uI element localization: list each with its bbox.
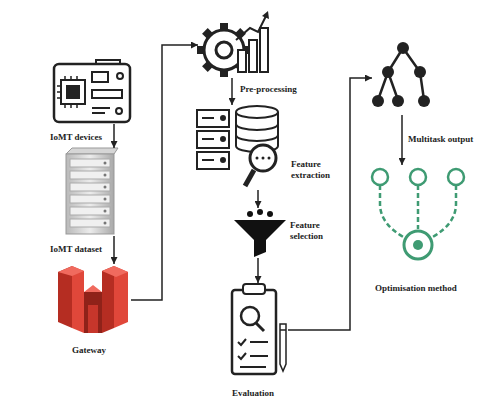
flow-arrow — [257, 190, 259, 208]
server-rack-icon — [66, 148, 118, 234]
flow-arrow — [401, 115, 403, 165]
feature-extraction-icon — [197, 106, 278, 186]
node-label: Optimisation method — [375, 283, 457, 294]
icon-node: Gateway — [55, 264, 131, 334]
icon-node: Evaluation — [228, 283, 288, 378]
icon-node: Pre-processing — [198, 10, 270, 78]
node-label: IoMT dataset — [50, 244, 102, 255]
funnel-icon — [234, 209, 286, 257]
node-label: Evaluation — [232, 388, 274, 399]
optimisation-icon — [372, 169, 464, 259]
icon-node: Multitask output — [372, 40, 434, 115]
flow-arrow — [288, 78, 372, 330]
icon-node: IoMT devices — [52, 60, 132, 124]
node-label: Gateway — [72, 345, 106, 356]
gateway-icon — [58, 266, 128, 333]
flow-arrow — [131, 45, 198, 300]
flow-arrow — [257, 258, 259, 283]
icon-node: Feature extraction — [195, 105, 285, 190]
evaluation-icon — [232, 284, 286, 374]
node-label: Feature selection — [290, 220, 340, 242]
icon-node: IoMT dataset — [62, 148, 118, 236]
node-label: Pre-processing — [240, 84, 297, 95]
flow-arrow — [113, 236, 115, 264]
multitask-icon — [372, 42, 430, 107]
flow-arrow — [113, 124, 115, 148]
preprocessing-icon — [197, 11, 269, 77]
icon-node: Optimisation method — [368, 165, 468, 270]
node-label: Feature extraction — [291, 159, 341, 181]
icon-node: Feature selection — [232, 208, 288, 258]
node-label: IoMT devices — [50, 132, 102, 143]
circuit-board-icon — [54, 60, 130, 122]
node-label: Multitask output — [408, 134, 473, 145]
flow-arrow — [231, 78, 233, 105]
